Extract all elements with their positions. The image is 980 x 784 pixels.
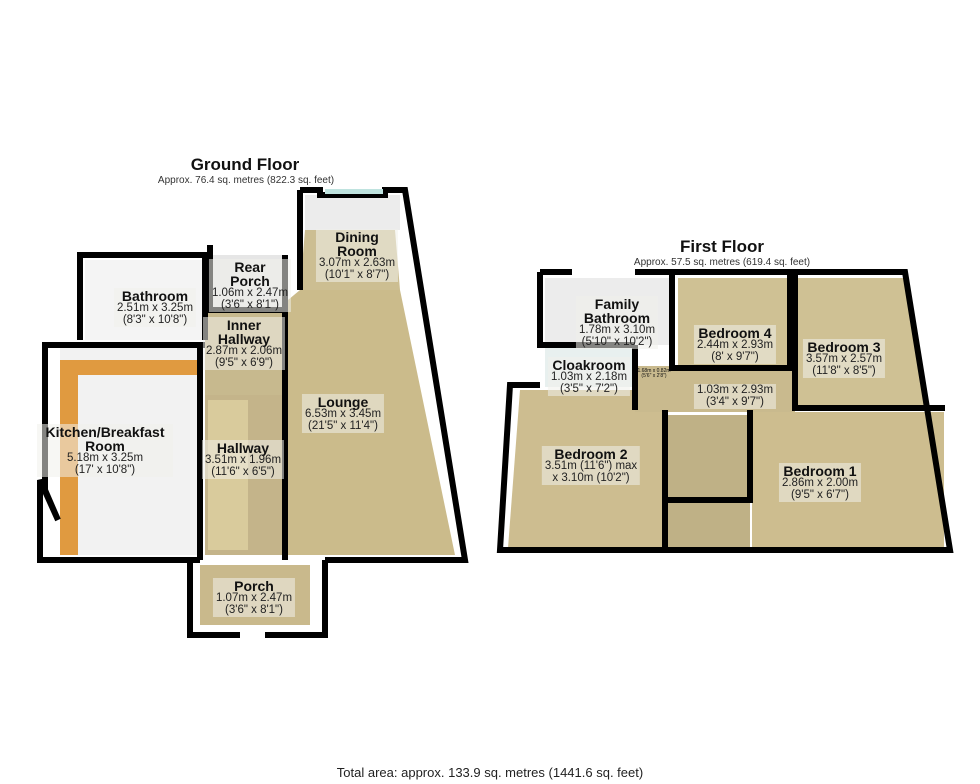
room-label-inner-hallway: Inner Hallway 2.87m x 2.06m (9'5" x 6'9"… — [202, 317, 286, 370]
room-label-family-bathroom: Family Bathroom 1.78m x 3.10m (5'10" x 1… — [575, 296, 659, 349]
ground-floor-area: Approx. 76.4 sq. metres (822.3 sq. feet) — [157, 175, 335, 186]
cupboards — [668, 415, 750, 548]
room-label-bedroom-4: Bedroom 4 2.44m x 2.93m (8' x 9'7") — [693, 325, 777, 364]
room-dims: 5.18m x 3.25m — [66, 452, 144, 464]
room-label-dining-room: Dining Room 3.07m x 2.63m (10'1" x 8'7") — [315, 229, 399, 282]
room-label-lounge: Lounge 6.53m x 3.45m (21'5" x 11'4") — [301, 394, 385, 433]
room-name: Family Bathroom — [583, 296, 651, 326]
room-dims-imperial: (9'5" x 6'7") — [791, 488, 849, 501]
room-dims-imperial: (21'5" x 11'4") — [308, 419, 378, 432]
room-dims: 2.51m x 3.25m — [116, 302, 194, 314]
room-name: Kitchen/Breakfast Room — [45, 424, 165, 454]
room-label-cloakroom: Cloakroom 1.03m x 2.18m (3'5" x 7'2") — [547, 357, 631, 396]
room-dims-imperial: (11'6" x 6'5") — [211, 465, 275, 478]
room-dims: 3.51m x 1.96m — [204, 454, 282, 466]
first-floor-area: Approx. 57.5 sq. metres (619.4 sq. feet) — [633, 257, 811, 268]
room-name: Hallway — [216, 440, 270, 456]
room-dims-imperial: (5'10" x 10'2") — [581, 335, 653, 348]
room-dims-imperial: (9'5" x 6'9") — [215, 356, 273, 369]
dining-walls — [305, 195, 400, 230]
kitchen-worktop-top — [60, 360, 200, 375]
room-dims: 3.57m x 2.57m — [805, 353, 883, 365]
room-name: Bathroom — [121, 288, 189, 304]
room-label-bedroom-3: Bedroom 3 3.57m x 2.57m (11'8" x 8'5") — [802, 339, 886, 378]
total-area: Total area: approx. 133.9 sq. metres (14… — [336, 765, 644, 780]
room-dims: 1.68m x 0.82m — [637, 368, 671, 374]
room-dims: 1.78m x 3.10m — [578, 324, 656, 336]
room-name: Dining Room — [335, 229, 379, 259]
room-label-bedroom-2: Bedroom 2 3.51m (11'6") max x 3.10m (10'… — [541, 446, 641, 485]
room-name: Bedroom 1 — [783, 463, 857, 479]
room-dims: 3.51m (11'6") max — [544, 460, 638, 472]
room-label-landing: 1.03m x 2.93m (3'4" x 9'7") — [693, 384, 777, 409]
room-dims: 2.87m x 2.06m — [205, 345, 283, 357]
room-name: Inner Hallway — [217, 317, 271, 347]
room-name: Lounge — [317, 394, 369, 410]
room-label-porch: Porch 1.07m x 2.47m (3'6" x 8'1") — [212, 578, 296, 617]
room-dims: 1.06m x 2.47m — [211, 287, 289, 299]
room-dims: 2.86m x 2.00m — [781, 477, 859, 489]
first-floor-title: First Floor — [679, 237, 765, 256]
room-label-rear-porch: Rear Porch 1.06m x 2.47m (3'6" x 8'1") — [208, 259, 292, 312]
first-floor-walls — [496, 269, 954, 553]
room-dims: 3.07m x 2.63m — [318, 257, 396, 269]
room-dims: 1.03m x 2.93m — [696, 384, 774, 396]
first-floor-plan — [496, 269, 954, 553]
room-label-bedroom-1: Bedroom 1 2.86m x 2.00m (9'5" x 6'7") — [778, 463, 862, 502]
room-dims-imperial: (3'5" x 7'2") — [560, 382, 618, 395]
room-dims-imperial: (17' x 10'8") — [74, 463, 136, 476]
room-label-hallway: Hallway 3.51m x 1.96m (11'6" x 6'5") — [201, 440, 285, 479]
room-dims-imperial: (3'6" x 8'1") — [221, 298, 279, 311]
room-dims: 2.44m x 2.93m — [696, 339, 774, 351]
room-name: Bedroom 4 — [698, 325, 772, 341]
room-name: Cloakroom — [552, 357, 626, 373]
room-dims-imperial: (8'3" x 10'8") — [122, 313, 188, 326]
room-dims-imperial: (11'8" x 8'5") — [812, 364, 876, 377]
room-label-bathroom: Bathroom 2.51m x 3.25m (8'3" x 10'8") — [113, 288, 197, 327]
ground-floor-title: Ground Floor — [190, 155, 300, 174]
room-dims-imperial: (3'6" x 8'1") — [225, 603, 283, 616]
ground-floor-plan — [37, 187, 469, 638]
room-dims: 1.03m x 2.18m — [550, 371, 628, 383]
room-dims-imperial: (3'4" x 9'7") — [706, 395, 764, 408]
room-name: Rear Porch — [230, 259, 270, 289]
ground-floor-walls — [37, 187, 469, 638]
room-dims-imperial: (10'1" x 8'7") — [324, 268, 390, 281]
room-dims-imperial: x 3.10m (10'2") — [552, 471, 630, 484]
room-label-cupboard: 1.68m x 0.82m (5'6" x 2'8") — [634, 368, 673, 380]
room-dims-imperial: (5'6" x 2'8") — [641, 373, 667, 379]
room-name: Porch — [234, 578, 274, 594]
room-dims: 6.53m x 3.45m — [304, 408, 382, 420]
window — [325, 189, 383, 194]
room-dims-imperial: (8' x 9'7") — [711, 350, 759, 363]
room-label-kitchen: Kitchen/Breakfast Room 5.18m x 3.25m (17… — [37, 424, 173, 477]
room-dims: 1.07m x 2.47m — [215, 592, 293, 604]
room-name: Bedroom 3 — [807, 339, 881, 355]
room-name: Bedroom 2 — [554, 446, 628, 462]
